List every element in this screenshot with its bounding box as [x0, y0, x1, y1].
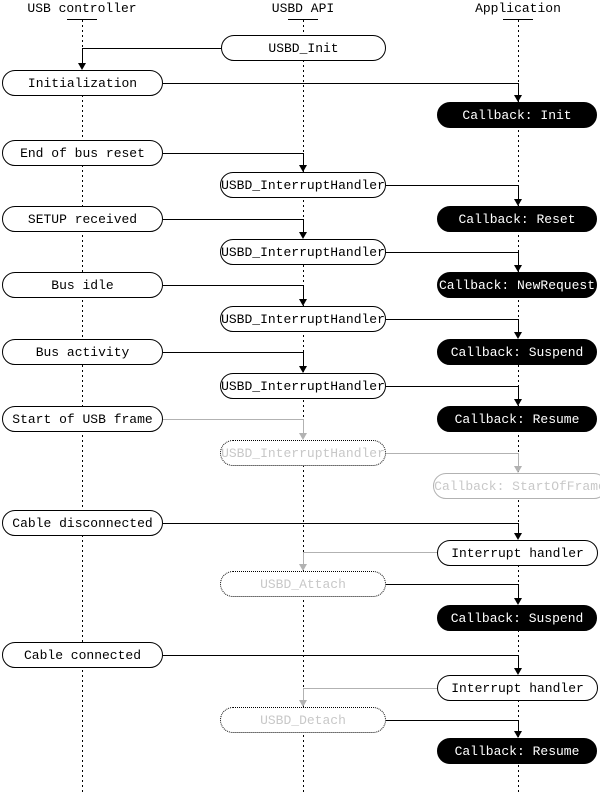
node-callback-resume-1: Callback: Resume	[437, 406, 597, 432]
connector-drop	[518, 319, 519, 334]
node-interrupt-handler-2: Interrupt handler	[437, 675, 598, 701]
node-initialization: Initialization	[2, 70, 163, 96]
arrowhead-down	[299, 700, 307, 707]
column-header-application: Application	[475, 1, 561, 16]
arrowhead-down	[514, 533, 522, 540]
arrowhead-down	[299, 299, 307, 306]
connector-bus-activity-to-handler	[163, 352, 303, 353]
node-usbd-interrupt-handler-3: USBD_InterruptHandler	[220, 306, 386, 332]
connector-handler-to-cb-newrequest	[386, 252, 518, 253]
column-underline	[67, 19, 97, 20]
node-usbd-interrupt-handler-4: USBD_InterruptHandler	[220, 373, 386, 399]
connector-drop	[303, 219, 304, 234]
connector-bus-idle-to-handler	[163, 285, 303, 286]
connector-handler-to-cb-suspend	[386, 319, 518, 320]
arrowhead-down	[299, 564, 307, 571]
arrowhead-down	[78, 63, 86, 70]
node-bus-activity: Bus activity	[2, 339, 163, 365]
node-callback-suspend-1: Callback: Suspend	[437, 339, 597, 365]
connector-drop	[82, 48, 83, 65]
arrowhead-down	[299, 232, 307, 239]
node-callback-startofframe-inactive: Callback: StartOfFrame	[433, 473, 600, 499]
lifeline-usbd-api	[303, 20, 304, 793]
connector-handler-to-cb-reset	[386, 185, 518, 186]
arrowhead-down	[299, 433, 307, 440]
connector-usbd-attach-to-cb-suspend	[386, 584, 518, 585]
connector-end-of-bus-reset-to-handler	[163, 153, 303, 154]
arrowhead-down	[299, 366, 307, 373]
node-interrupt-handler-1: Interrupt handler	[437, 540, 598, 566]
node-callback-resume-2: Callback: Resume	[437, 738, 597, 764]
connector-drop	[518, 252, 519, 267]
arrowhead-down	[514, 95, 522, 102]
arrowhead-down	[514, 399, 522, 406]
connector-drop	[518, 185, 519, 201]
connector-cable-disconnected-to-int-handler	[163, 523, 518, 524]
connector-drop	[518, 720, 519, 733]
connector-drop	[518, 584, 519, 600]
arrowhead-down	[514, 332, 522, 339]
node-setup-received: SETUP received	[2, 206, 163, 232]
connector-drop	[518, 655, 519, 670]
arrowhead-down	[514, 731, 522, 738]
connector-drop	[303, 285, 304, 301]
arrowhead-down	[514, 199, 522, 206]
connector-usbd-init-to-initialization	[82, 48, 221, 49]
arrowhead-down	[514, 466, 522, 473]
connector-setup-received-to-handler	[163, 219, 303, 220]
column-underline	[288, 19, 318, 20]
node-usbd-interrupt-handler-2: USBD_InterruptHandler	[220, 239, 386, 265]
node-usbd-attach-inactive: USBD_Attach	[220, 571, 386, 597]
node-usbd-interrupt-handler-1: USBD_InterruptHandler	[220, 172, 386, 198]
node-bus-idle: Bus idle	[2, 272, 163, 298]
connector-handler-to-cb-resume	[386, 386, 518, 387]
connector-drop	[303, 352, 304, 368]
node-usbd-init: USBD_Init	[221, 35, 386, 61]
node-usbd-detach-inactive: USBD_Detach	[220, 707, 386, 733]
connector-cable-connected-to-int-handler	[163, 655, 518, 656]
connector-drop	[303, 552, 304, 566]
node-end-of-bus-reset: End of bus reset	[2, 140, 163, 166]
arrowhead-down	[514, 598, 522, 605]
connector-initialization-to-cb-init	[163, 83, 518, 84]
connector-usbd-detach-to-cb-resume	[386, 720, 518, 721]
connector-drop	[518, 523, 519, 535]
connector-drop	[518, 386, 519, 401]
node-callback-init: Callback: Init	[437, 102, 597, 128]
node-start-of-usb-frame: Start of USB frame	[2, 406, 163, 432]
column-header-usbd-api: USBD API	[271, 1, 335, 16]
node-callback-suspend-2: Callback: Suspend	[437, 605, 597, 631]
node-cable-connected: Cable connected	[2, 642, 163, 668]
connector-drop	[518, 453, 519, 468]
node-cable-disconnected: Cable disconnected	[2, 510, 163, 536]
connector-drop	[303, 153, 304, 167]
column-underline	[503, 19, 533, 20]
connector-int-handler-to-usbd-attach	[303, 552, 437, 553]
connector-int-handler-to-usbd-detach	[303, 688, 437, 689]
connector-drop	[303, 688, 304, 702]
node-callback-reset: Callback: Reset	[437, 206, 597, 232]
connector-drop	[303, 419, 304, 435]
arrowhead-down	[299, 165, 307, 172]
arrowhead-down	[514, 668, 522, 675]
connector-drop	[518, 83, 519, 97]
node-callback-newrequest: Callback: NewRequest	[437, 272, 597, 298]
arrowhead-down	[514, 265, 522, 272]
connector-handler-to-cb-startofframe	[386, 453, 518, 454]
node-usbd-interrupt-handler-5-inactive: USBD_InterruptHandler	[220, 440, 386, 466]
connector-start-of-frame-to-handler	[163, 419, 303, 420]
column-header-usb-controller: USB controller	[27, 1, 137, 16]
